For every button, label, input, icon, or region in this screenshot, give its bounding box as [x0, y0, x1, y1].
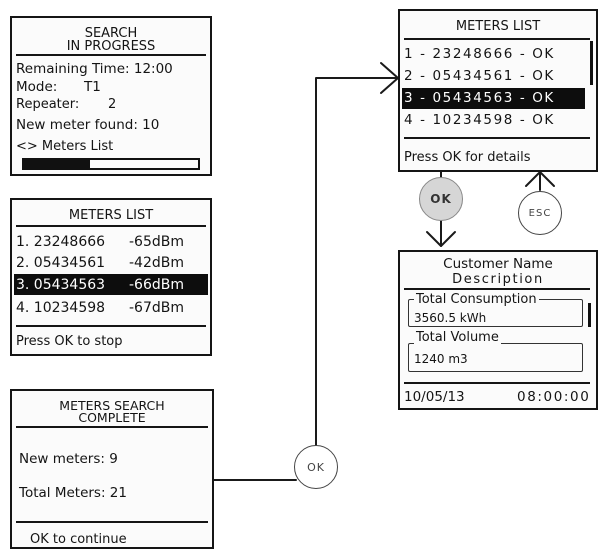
mode-value: T1 [84, 79, 101, 95]
rssi-row-4-id[interactable]: 4. 10234598 [16, 300, 106, 316]
status-row-1[interactable]: 1 - 23248666 - OK [404, 46, 555, 62]
selected-status-row-highlight [402, 88, 585, 109]
meters-list-status-divider [404, 38, 590, 40]
rssi-row-1-id[interactable]: 1. 23248666 [16, 234, 106, 250]
arrowhead-list [525, 171, 555, 187]
details-footer-divider [404, 382, 590, 384]
details-scrollbar[interactable] [588, 303, 591, 327]
ok-key-top[interactable]: OK [419, 177, 463, 221]
meters-list-rssi-screen: METERS LIST 1. 23248666 -65dBm 2. 054345… [10, 198, 212, 356]
total-volume-field [408, 343, 583, 372]
status-row-4[interactable]: 4 - 10234598 - OK [404, 112, 555, 128]
meters-list-rssi-footer-divider [16, 325, 206, 327]
total-meters-count: Total Meters: 21 [19, 485, 127, 501]
meters-list-scrollbar[interactable] [590, 41, 593, 85]
ok-key-bottom[interactable]: OK [294, 445, 338, 489]
details-date: 10/05/13 [404, 389, 465, 405]
repeater-label: Repeater: [16, 97, 80, 112]
connector-ok-to-meters-list [315, 77, 398, 449]
mode-label: Mode: [16, 79, 58, 95]
rssi-row-3-id[interactable]: 3. 05434563 [16, 277, 106, 293]
total-consumption-label: Total Consumption [414, 292, 539, 307]
meters-list-rssi-title: METERS LIST [68, 208, 154, 223]
complete-title-line2: COMPLETE [78, 410, 146, 425]
rssi-row-1-level: -65dBm [129, 234, 184, 250]
arrowhead-details [426, 231, 456, 247]
total-consumption-value: 3560.5 kWh [414, 311, 487, 325]
meters-list-link[interactable]: <> Meters List [16, 139, 114, 154]
search-title-divider [16, 54, 206, 56]
total-volume-label: Total Volume [414, 330, 501, 345]
meters-list-status-title: METERS LIST [455, 19, 541, 34]
new-meters-count: New meters: 9 [19, 451, 118, 467]
meters-list-status-screen: METERS LIST 1 - 23248666 - OK 2 - 054345… [398, 9, 598, 172]
customer-name: Customer Name [443, 256, 553, 272]
rssi-row-2-level: -42dBm [129, 255, 184, 271]
complete-title-line1: METERS SEARCH [59, 398, 165, 413]
customer-description: Description [452, 272, 544, 287]
status-row-2[interactable]: 2 - 05434561 - OK [404, 68, 555, 84]
search-progress-bar [22, 158, 200, 170]
new-meter-found: New meter found: 10 [16, 117, 160, 133]
repeater-value: 2 [108, 97, 117, 112]
press-ok-for-details: Press OK for details [404, 150, 531, 165]
rssi-row-3-level: -66dBm [129, 277, 184, 293]
meters-list-status-footer-divider [404, 137, 590, 139]
rssi-row-2-id[interactable]: 2. 05434561 [16, 255, 106, 271]
search-title-line2: IN PROGRESS [66, 39, 156, 54]
meter-details-screen: Customer Name Description Total Consumpt… [398, 250, 598, 410]
search-progress-screen: SEARCH IN PROGRESS Remaining Time: 12:00… [10, 16, 212, 176]
search-title-line1: SEARCH [84, 26, 138, 41]
search-progress-fill [24, 160, 91, 168]
ok-to-continue: OK to continue [30, 532, 127, 547]
complete-footer-divider [16, 521, 208, 523]
search-complete-screen: METERS SEARCH COMPLETE New meters: 9 Tot… [10, 389, 214, 549]
meters-list-rssi-divider [16, 225, 206, 227]
status-row-3[interactable]: 3 - 05434563 - OK [404, 90, 555, 106]
esc-key[interactable]: ESC [518, 191, 562, 235]
total-volume-value: 1240 m3 [414, 352, 468, 366]
remaining-time: Remaining Time: 12:00 [16, 61, 173, 77]
details-time: 08:00:00 [517, 389, 591, 405]
complete-title-divider [16, 426, 208, 428]
rssi-row-4-level: -67dBm [129, 300, 184, 316]
press-ok-to-stop: Press OK to stop [16, 334, 123, 349]
details-title-divider [404, 288, 590, 290]
selected-row-highlight [14, 274, 208, 295]
arrowhead-meters-list [380, 62, 399, 94]
